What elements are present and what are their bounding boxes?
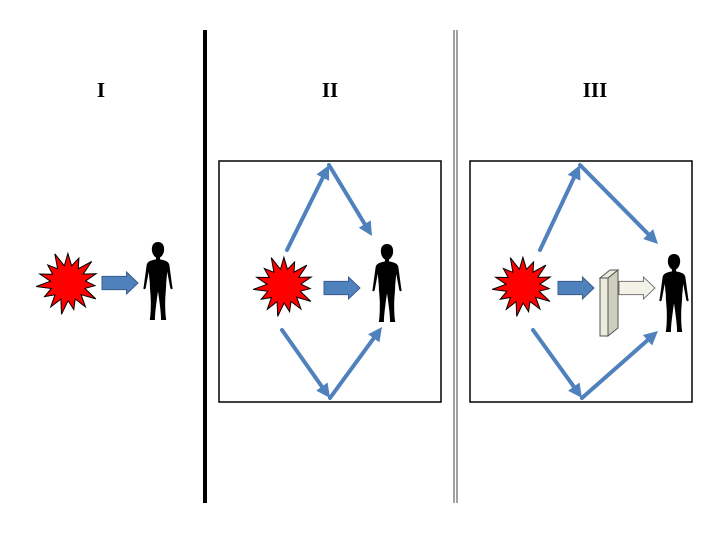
explosion-icon — [253, 255, 313, 317]
person-icon — [143, 242, 173, 320]
panel-label-i: I — [96, 78, 106, 102]
arrow-icon — [327, 163, 367, 226]
arrowhead-icon — [358, 220, 372, 236]
arrow-icon — [328, 336, 376, 400]
person-icon — [659, 254, 689, 332]
shield-barrier-icon — [598, 268, 620, 338]
arrow-icon — [323, 275, 361, 301]
panel-iii-frame — [469, 160, 693, 403]
arrow-icon — [531, 328, 576, 389]
explosion-icon — [36, 251, 98, 315]
arrow-icon — [538, 175, 576, 252]
arrowhead-icon — [643, 229, 658, 244]
person-icon — [372, 244, 402, 322]
panel-label-iii: III — [582, 78, 608, 102]
arrowhead-icon — [368, 327, 382, 343]
arrowhead-icon — [642, 331, 658, 346]
arrow-icon — [618, 275, 656, 301]
arrow-icon — [101, 270, 139, 296]
arrowhead-icon — [568, 382, 582, 398]
arrowhead-icon — [316, 165, 330, 181]
arrow-icon — [580, 338, 650, 400]
arrowhead-icon — [567, 165, 581, 181]
panel-label-ii: II — [321, 78, 339, 102]
arrowhead-icon — [316, 382, 330, 398]
explosion-icon — [492, 255, 552, 317]
arrow-icon — [578, 163, 651, 236]
arrow-icon — [285, 175, 325, 252]
arrow-icon — [280, 328, 324, 389]
panel-ii-frame — [218, 160, 442, 403]
arrow-icon — [557, 275, 595, 301]
